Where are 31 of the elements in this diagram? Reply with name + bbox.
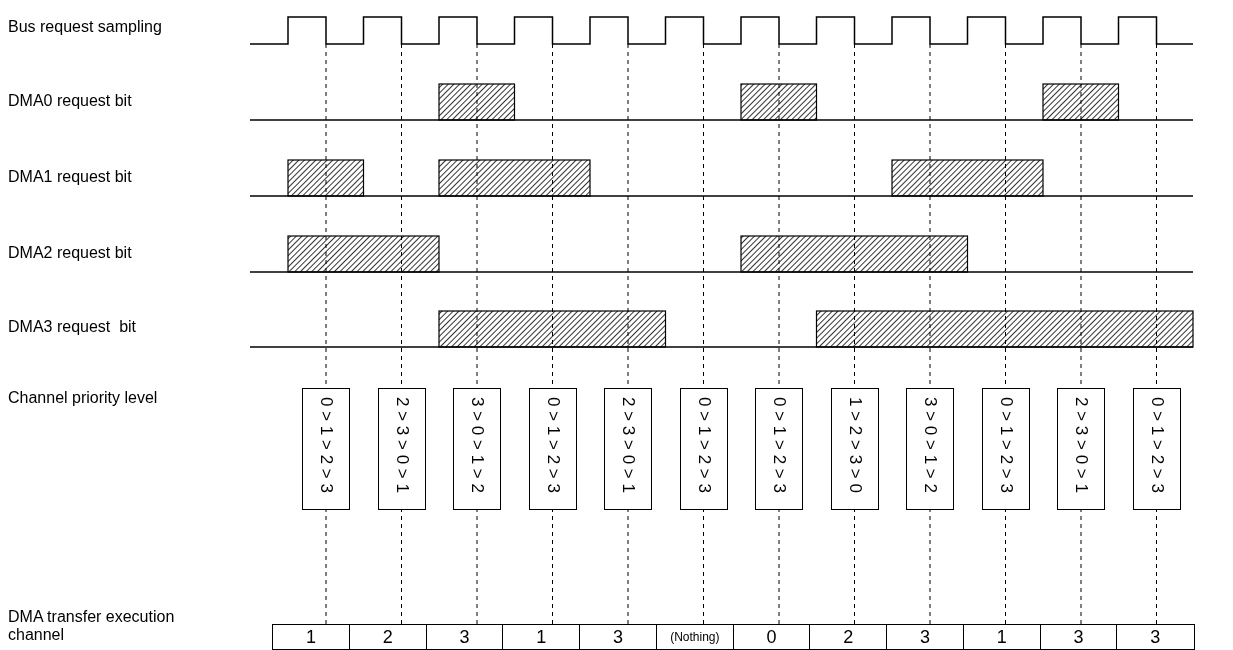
- signal-name: DMA1 request bit: [8, 168, 132, 186]
- priority-box: 0 > 1 > 2 > 3: [302, 388, 350, 510]
- signal-name: DMA2 request bit: [8, 244, 132, 262]
- channel-number: 1: [962, 624, 1041, 650]
- channel-number: 3: [1039, 624, 1118, 650]
- channel-number: 1: [502, 624, 581, 650]
- priority-box: 0 > 1 > 2 > 3: [679, 388, 728, 510]
- priority-box: 2 > 3 > 0 > 1: [377, 388, 426, 510]
- signal-name: DMA3 request bit: [8, 318, 137, 336]
- signal-name: DMA transfer execution channel: [8, 608, 176, 644]
- priority-box: 0 > 1 > 2 > 3: [981, 388, 1030, 510]
- priority-box: 2 > 3 > 0 > 1: [1057, 388, 1105, 510]
- signal-name: Channel priority level: [8, 389, 158, 407]
- priority-box: 0 > 1 > 2 > 3: [528, 388, 577, 510]
- channel-number: 3: [886, 624, 965, 650]
- signal-name: Bus request sampling: [8, 18, 162, 36]
- channel-number: (Nothing): [655, 624, 734, 650]
- priority-box: 3 > 0 > 1 > 2: [453, 388, 501, 510]
- channel-number: 3: [425, 624, 504, 650]
- channel-number: 2: [348, 624, 427, 650]
- channel-number: 1: [272, 624, 351, 650]
- priority-box: 2 > 3 > 0 > 1: [604, 388, 652, 510]
- priority-box: 1 > 2 > 3 > 0: [830, 388, 879, 510]
- channel-number: 3: [1116, 624, 1195, 650]
- priority-box: 0 > 1 > 2 > 3: [755, 388, 803, 510]
- signal-name: DMA0 request bit: [8, 92, 132, 110]
- priority-box: 0 > 1 > 2 > 3: [1132, 388, 1181, 510]
- channel-number: 0: [732, 624, 811, 650]
- channel-number: 2: [809, 624, 888, 650]
- channel-number: 3: [579, 624, 658, 650]
- priority-box: 3 > 0 > 1 > 2: [906, 388, 954, 510]
